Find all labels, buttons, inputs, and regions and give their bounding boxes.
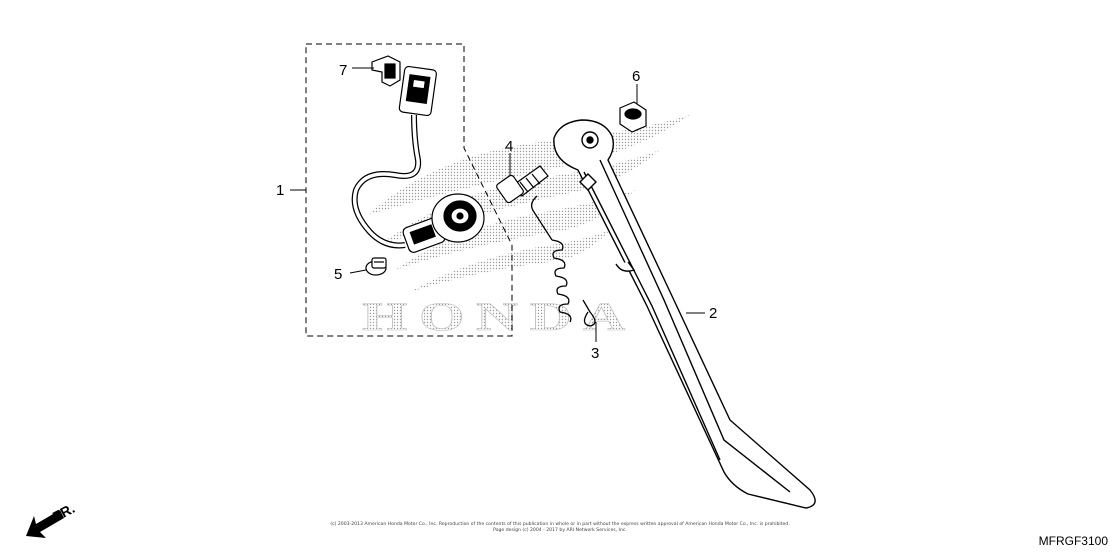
side-stand-switch <box>351 65 485 253</box>
copyright-line-1: (c) 2003-2013 American Honda Motor Co., … <box>330 522 790 527</box>
pivot-bolt <box>496 165 549 204</box>
callout-3: 3 <box>591 345 599 362</box>
front-direction-arrow-icon <box>26 510 64 538</box>
callout-4: 4 <box>505 138 513 155</box>
callout-6: 6 <box>632 68 640 85</box>
nut-part-6 <box>619 101 647 133</box>
bolt-part-5 <box>365 257 387 276</box>
side-stand-part-2 <box>553 119 816 509</box>
callout-1: 1 <box>276 182 284 199</box>
copyright-notice: (c) 2003-2013 American Honda Motor Co., … <box>300 522 820 534</box>
copyright-line-2: Page design (c) 2004 - 2017 by ARI Netwo… <box>493 528 627 533</box>
wire-clip <box>371 55 401 87</box>
callout-leaders <box>290 67 705 342</box>
spring-part-3 <box>530 195 596 327</box>
callout-7: 7 <box>339 62 347 79</box>
diagram-code: MFRGF3100 <box>1038 534 1108 548</box>
callout-2: 2 <box>709 305 717 322</box>
assembly-group-frame <box>305 43 513 337</box>
callout-5: 5 <box>334 266 342 283</box>
